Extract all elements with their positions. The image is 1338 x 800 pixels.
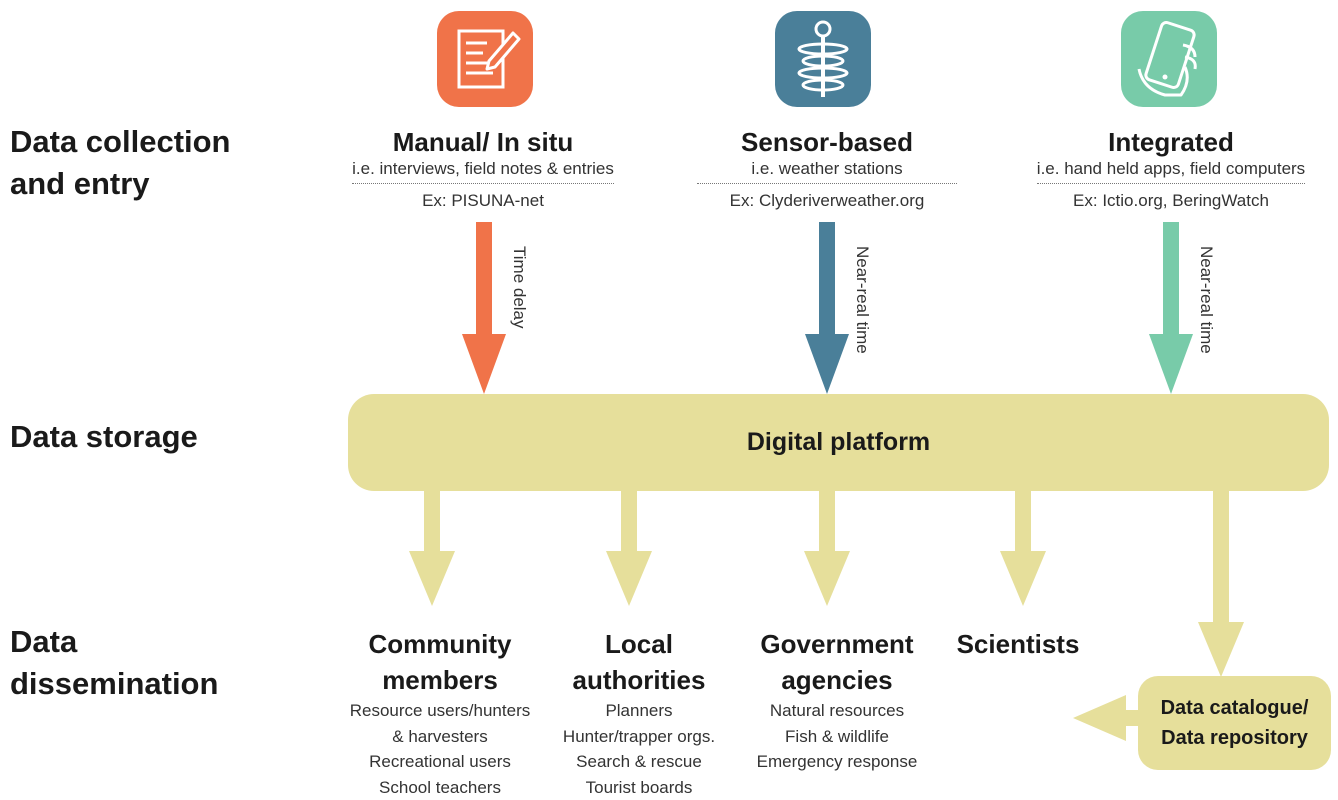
arrow-platform-to-community <box>409 491 455 606</box>
data-catalogue-line1: Data catalogue/ <box>1161 693 1309 723</box>
audience-local: Local authorities Planners Hunter/trappe… <box>539 626 739 800</box>
flow-label-manual: Time delay <box>509 246 529 329</box>
audience-local-item: Search & rescue <box>539 749 739 775</box>
audience-government-item: Emergency response <box>737 749 937 775</box>
audience-local-item: Planners <box>539 698 739 724</box>
arrow-platform-to-local <box>606 491 652 606</box>
audience-government-item: Fish & wildlife <box>737 724 937 750</box>
arrow-catalogue-out <box>1073 695 1138 741</box>
audience-government: Government agencies Natural resources Fi… <box>737 626 937 775</box>
audience-local-title-2: authorities <box>539 662 739 698</box>
arrow-manual-to-platform <box>462 222 506 394</box>
flow-label-integrated: Near-real time <box>1196 246 1216 354</box>
audience-local-item: Hunter/trapper orgs. <box>539 724 739 750</box>
data-catalogue-box: Data catalogue/ Data repository <box>1138 676 1331 770</box>
audience-government-title-2: agencies <box>737 662 937 698</box>
audience-government-item: Natural resources <box>737 698 937 724</box>
arrow-platform-to-catalogue <box>1198 491 1244 677</box>
audience-community-title-2: members <box>340 662 540 698</box>
audience-local-title-1: Local <box>539 626 739 662</box>
audience-community: Community members Resource users/hunters… <box>340 626 540 800</box>
audience-community-item: Recreational users <box>340 749 540 775</box>
audience-community-item: Resource users/hunters <box>340 698 540 724</box>
arrow-platform-to-government <box>804 491 850 606</box>
audience-scientists: Scientists <box>918 626 1118 662</box>
arrow-integrated-to-platform <box>1149 222 1193 394</box>
data-catalogue-line2: Data repository <box>1161 723 1308 753</box>
audience-government-title-1: Government <box>737 626 937 662</box>
digital-platform: Digital platform <box>348 394 1329 491</box>
audience-community-item: School teachers <box>340 775 540 800</box>
audience-community-item: & harvesters <box>340 724 540 750</box>
arrow-sensor-to-platform <box>805 222 849 394</box>
digital-platform-label: Digital platform <box>747 428 930 457</box>
audience-scientists-title: Scientists <box>918 626 1118 662</box>
arrow-platform-to-scientists <box>1000 491 1046 606</box>
audience-local-item: Tourist boards <box>539 775 739 800</box>
flow-label-sensor: Near-real time <box>852 246 872 354</box>
audience-community-title-1: Community <box>340 626 540 662</box>
